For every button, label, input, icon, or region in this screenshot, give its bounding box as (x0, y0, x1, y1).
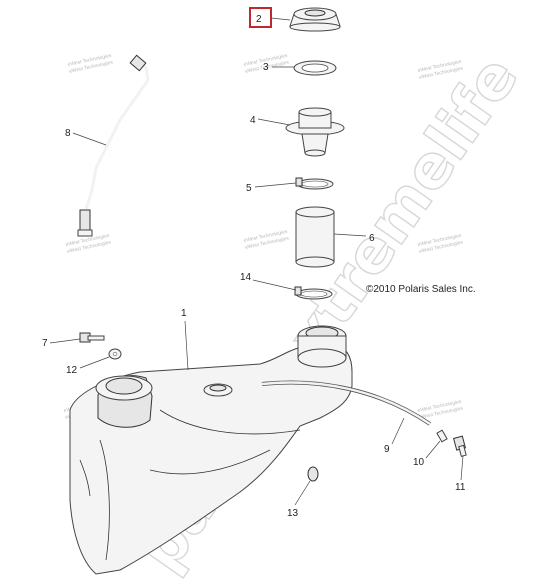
part-vent-line[interactable] (77, 54, 150, 237)
callout-13[interactable]: 13 (287, 508, 299, 519)
callout-9[interactable]: 9 (384, 444, 390, 455)
part-grommet[interactable] (307, 466, 319, 482)
part-filler-neck-flange[interactable] (285, 107, 345, 157)
callout-11[interactable]: 11 (455, 482, 466, 493)
part-filler-hose[interactable] (295, 206, 335, 268)
callout-2-highlight-box (249, 7, 272, 28)
part-hose-clamp-lower[interactable] (294, 286, 333, 300)
part-check-valve[interactable] (453, 435, 467, 457)
callout-8[interactable]: 8 (65, 128, 71, 139)
part-washer[interactable] (108, 348, 122, 360)
callout-3[interactable]: 3 (263, 62, 269, 73)
part-fuel-tank[interactable] (69, 325, 353, 575)
part-fuel-cap[interactable] (289, 7, 341, 32)
callout-4[interactable]: 4 (250, 115, 256, 126)
part-gasket-ring[interactable] (293, 60, 337, 76)
callout-12[interactable]: 12 (66, 365, 78, 376)
copyright-text: ©2010 Polaris Sales Inc. (366, 284, 476, 295)
part-vent-hose[interactable] (261, 380, 432, 426)
callout-1[interactable]: 1 (181, 308, 187, 319)
part-hose-clamp[interactable] (295, 177, 334, 190)
callout-5[interactable]: 5 (246, 183, 252, 194)
callout-7[interactable]: 7 (42, 338, 48, 349)
callout-6[interactable]: 6 (369, 233, 375, 244)
callout-2[interactable]: 2 (256, 14, 262, 25)
part-bolt[interactable] (79, 332, 105, 343)
part-hose-fitting[interactable] (436, 429, 448, 443)
callout-14[interactable]: 14 (240, 272, 252, 283)
callout-10[interactable]: 10 (413, 457, 425, 468)
